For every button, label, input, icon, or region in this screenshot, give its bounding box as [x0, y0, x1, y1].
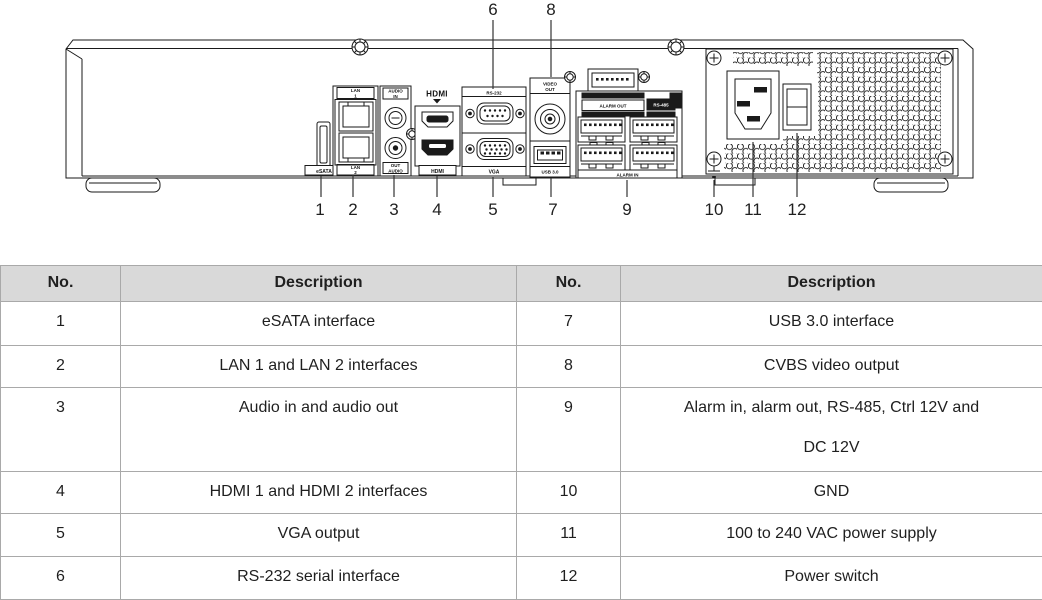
callout-3: 3 — [389, 200, 398, 219]
rs485-label: RS-485 — [653, 103, 669, 108]
top-screw-left-icon — [351, 38, 369, 56]
table-header-row: No. Description No. Description — [0, 265, 1042, 302]
cell-description: VGA output — [120, 513, 517, 557]
video-out-label-line2: OUT — [545, 87, 555, 92]
cell-no: 12 — [516, 556, 621, 600]
header-description-right: Description — [620, 265, 1042, 302]
callout-7: 7 — [548, 200, 557, 219]
top-screw-right-icon — [667, 38, 685, 56]
callout-5: 5 — [488, 200, 497, 219]
hdmi-label: HDMI — [431, 169, 444, 175]
cell-description: Audio in and audio out — [120, 387, 517, 472]
plate-screw-icon — [706, 50, 722, 66]
header-description-left: Description — [120, 265, 517, 302]
cell-description: GND — [620, 471, 1042, 514]
lan2-label-line2: 2 — [354, 170, 357, 175]
small-screw-icon — [564, 71, 576, 83]
power-section — [705, 48, 954, 178]
rs232-label: RS-232 — [486, 90, 502, 95]
table-row: 6 RS-232 serial interface 12 Power switc… — [0, 556, 1042, 600]
callout-1: 1 — [315, 200, 324, 219]
vga-label: VGA — [489, 170, 500, 176]
audio-in-label-line1: AUDIO — [388, 89, 403, 94]
audio-ports — [379, 85, 418, 177]
usb-label: USB 3.0 — [541, 170, 559, 175]
description-line1: Alarm in, alarm out, RS-485, Ctrl 12V an… — [683, 399, 980, 416]
lan-ports — [332, 85, 379, 177]
table-row: 1 eSATA interface 7 USB 3.0 interface — [0, 301, 1042, 346]
callout-9: 9 — [622, 200, 631, 219]
description-line2: DC 12V — [803, 439, 860, 456]
cell-description: 100 to 240 VAC power supply — [620, 513, 1042, 557]
audio-in-label-line2: IN — [393, 94, 398, 99]
callout-11: 11 — [744, 200, 762, 219]
alarm-ports — [564, 68, 683, 179]
table-row: 2 LAN 1 and LAN 2 interfaces 8 CVBS vide… — [0, 345, 1042, 388]
callout-8: 8 — [546, 0, 555, 19]
power-inlet — [726, 70, 780, 140]
callout-10: 10 — [705, 200, 724, 219]
table-row: 4 HDMI 1 and HDMI 2 interfaces 10 GND — [0, 471, 1042, 514]
cell-description: CVBS video output — [620, 345, 1042, 388]
cell-description: Power switch — [620, 556, 1042, 600]
cell-no: 3 — [0, 387, 121, 472]
callout-2: 2 — [348, 200, 357, 219]
cell-no: 1 — [0, 301, 121, 346]
cell-description: USB 3.0 interface — [620, 301, 1042, 346]
callout-lines — [320, 20, 798, 197]
video-usb-ports — [529, 77, 571, 178]
cell-no: 6 — [0, 556, 121, 600]
cell-no: 5 — [0, 513, 121, 557]
rs232-vga-ports — [461, 86, 527, 177]
lan2-label-line1: LAN — [351, 165, 360, 170]
audio-out-label-line2: AUDIO — [388, 169, 403, 174]
alarm-in-label: ALARM IN — [617, 173, 639, 178]
plate-screw-icon — [706, 151, 722, 167]
cell-description: LAN 1 and LAN 2 interfaces — [120, 345, 517, 388]
callout-4: 4 — [432, 200, 441, 219]
cell-no: 4 — [0, 471, 121, 514]
esata-label: eSATA — [316, 169, 332, 175]
description-table: No. Description No. Description 1 eSATA … — [0, 265, 1042, 600]
cell-no: 7 — [516, 301, 621, 346]
vent-holes-top — [733, 52, 813, 66]
cell-no: 10 — [516, 471, 621, 514]
gnd-symbol-icon — [708, 166, 720, 178]
cell-no: 2 — [0, 345, 121, 388]
description-table-section: No. Description No. Description 1 eSATA … — [0, 265, 1042, 600]
esata-port — [304, 121, 344, 176]
alarm-out-label: ALARM OUT — [600, 104, 627, 109]
cell-description: HDMI 1 and HDMI 2 interfaces — [120, 471, 517, 514]
lan1-label-line1: LAN — [351, 88, 360, 93]
rear-panel-diagram: 6 8 1 2 3 4 5 7 9 10 11 12 eSATA LAN 1 L… — [65, 0, 974, 219]
audio-out-label-line1: OUT — [391, 163, 401, 168]
video-out-label-line1: VIDEO — [543, 81, 558, 86]
header-no-right: No. — [516, 265, 621, 302]
small-screw-icon — [638, 71, 650, 83]
callout-6: 6 — [488, 0, 497, 19]
cell-no: 9 — [516, 387, 621, 472]
plate-screw-icon — [937, 151, 953, 167]
table-row: 5 VGA output 11 100 to 240 VAC power sup… — [0, 513, 1042, 557]
plate-screw-icon — [937, 50, 953, 66]
cell-description: eSATA interface — [120, 301, 517, 346]
header-no-left: No. — [0, 265, 121, 302]
cell-description: RS-232 serial interface — [120, 556, 517, 600]
hdmi-logo: HDMI — [426, 90, 448, 99]
callout-12: 12 — [788, 200, 807, 219]
cell-no: 11 — [516, 513, 621, 557]
hdmi-arrow-icon — [433, 99, 441, 104]
cell-no: 8 — [516, 345, 621, 388]
table-row: 3 Audio in and audio out 9 Alarm in, ala… — [0, 387, 1042, 472]
cell-description: Alarm in, alarm out, RS-485, Ctrl 12V an… — [620, 387, 1042, 472]
power-switch — [782, 83, 812, 131]
vent-holes-main — [817, 52, 941, 172]
hdmi-ports — [414, 99, 461, 176]
lan1-label-line2: 1 — [354, 93, 357, 98]
